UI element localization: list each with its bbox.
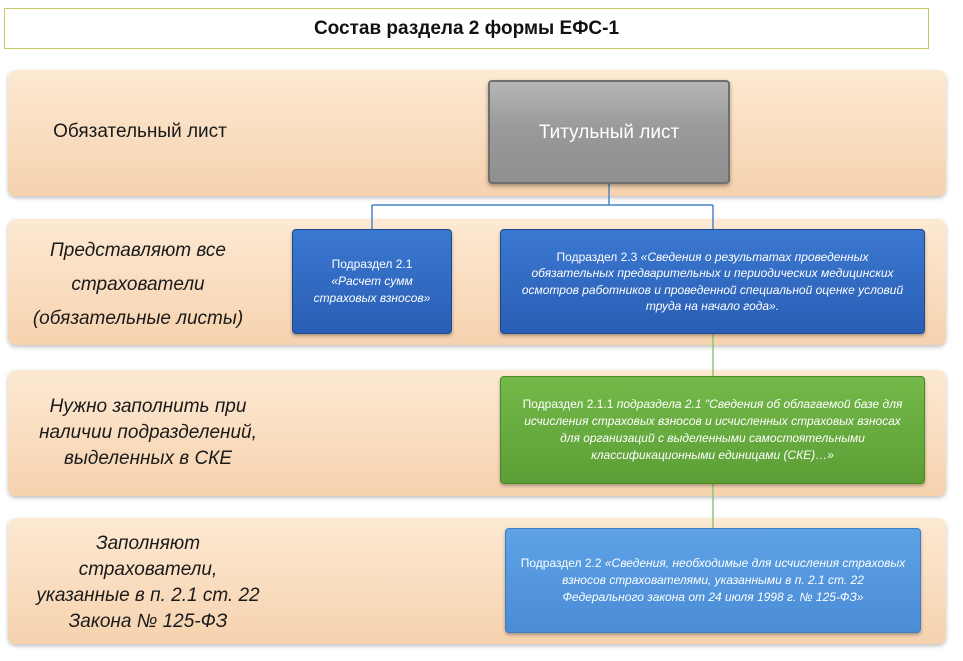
title-sheet-box: Титульный лист bbox=[488, 80, 730, 184]
subsection-2-3-box: Подраздел 2.3 «Сведения о результатах пр… bbox=[500, 229, 925, 334]
diagram-title: Состав раздела 2 формы ЕФС-1 bbox=[4, 8, 929, 49]
subsection-2-1-1-box: Подраздел 2.1.1 подраздела 2.1 "Сведения… bbox=[500, 376, 925, 484]
row-label-ske: Нужно заполнить при наличии подразделени… bbox=[39, 396, 257, 469]
row-label-mandatory: Обязательный лист bbox=[53, 121, 227, 142]
row-band-mandatory bbox=[8, 70, 946, 196]
row-label-all-insurers: Представляют все страхователи (обязатель… bbox=[32, 240, 244, 329]
row-label-art22: Заполняют страхователи, указанные в п. 2… bbox=[36, 533, 260, 632]
subsection-2-2-box: Подраздел 2.2 «Сведения, необходимые для… bbox=[505, 528, 921, 633]
subsection-2-1-box: Подраздел 2.1 «Расчет сумм страховых взн… bbox=[292, 229, 452, 334]
